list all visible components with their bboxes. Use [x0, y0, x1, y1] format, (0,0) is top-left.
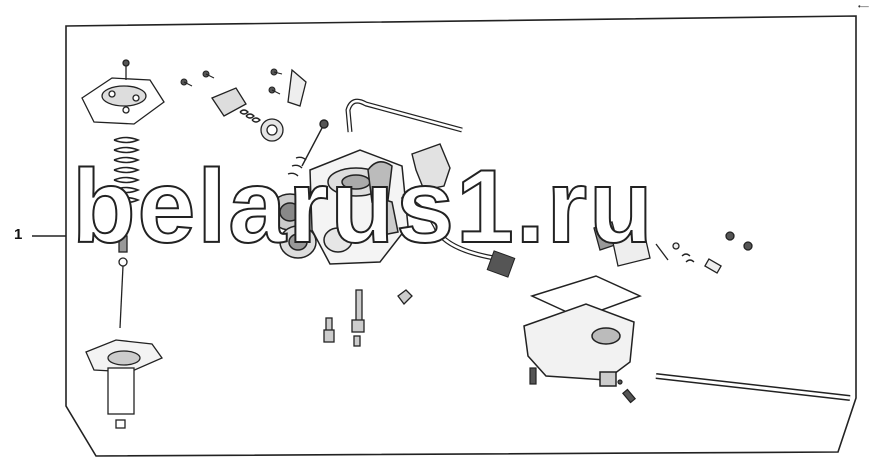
- diagram-frame: [65, 15, 857, 457]
- drain-screws: [529, 367, 637, 404]
- needle-part: [117, 211, 131, 329]
- long-screw-spring: [287, 119, 329, 177]
- float-parts: [593, 209, 753, 274]
- callout-number: 1: [14, 226, 23, 243]
- slide-valve-part: [85, 339, 163, 429]
- watermark-text: belarus1.ru: [71, 148, 655, 266]
- wire-connector: [486, 250, 516, 278]
- spring-part: [113, 136, 141, 204]
- carburetor-body: [269, 149, 409, 265]
- vent-hose: [345, 98, 463, 133]
- top-cover-part: [81, 59, 165, 125]
- choke-cap: [411, 143, 451, 191]
- jets-and-screws: [323, 289, 413, 347]
- throttle-stop-parts: [211, 68, 307, 142]
- corner-mark: •—: [858, 2, 869, 11]
- small-screws: [180, 68, 283, 95]
- float-bowl: [523, 275, 642, 387]
